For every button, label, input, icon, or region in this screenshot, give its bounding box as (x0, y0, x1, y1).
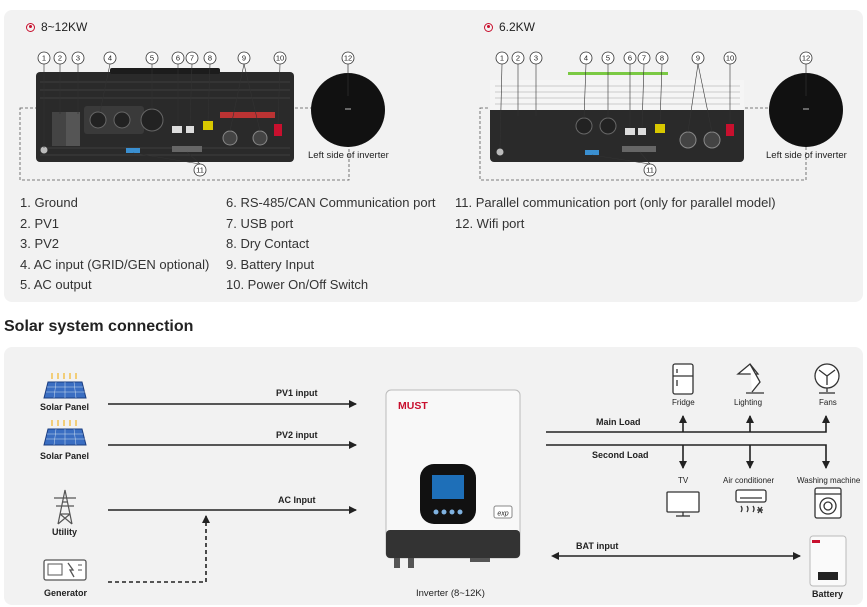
inverter-bottom-right (490, 72, 744, 162)
solar-panel-icon (43, 373, 87, 399)
model-header-left: 8~12KW (26, 20, 87, 34)
callout-right-11: 11 (646, 166, 654, 175)
battery-icon (809, 535, 847, 587)
legend-item: 7. USB port (226, 215, 294, 231)
generator-label: Generator (44, 588, 88, 598)
callout-right-1: 1 (500, 54, 504, 63)
callout-right-2: 2 (516, 54, 520, 63)
callout-right-8: 8 (660, 54, 664, 63)
legend-col-2: 6. RS-485/CAN Communication port 7. USB … (226, 193, 436, 296)
callout-right-10: 10 (726, 54, 734, 63)
callout-right-12: 12 (802, 54, 810, 63)
legend-col-3: 11. Parallel communication port (only fo… (455, 193, 776, 234)
legend-item: 4. AC input (GRID/GEN optional) (20, 256, 210, 272)
solar-panel-2-label: Solar Panel (40, 451, 90, 461)
legend-item: 3. PV2 (20, 236, 60, 251)
pv2-label: PV2 input (276, 430, 318, 440)
tv-icon (666, 491, 700, 517)
generator-dashed-arrow (108, 515, 210, 583)
inverter-bottom-left (36, 68, 294, 162)
callout-right-9: 9 (696, 54, 700, 63)
legend-item: 6. RS-485/CAN Communication port (226, 195, 436, 210)
callout-left-8: 8 (208, 54, 212, 63)
generator-icon (43, 559, 87, 581)
washing-machine-label: Washing machine (797, 476, 861, 485)
callout-left-4: 4 (108, 54, 112, 63)
callout-left-9: 9 (242, 54, 246, 63)
callout-left-3: 3 (76, 54, 80, 63)
inverter-badge: exp (497, 511, 508, 518)
lamp-icon (736, 363, 764, 394)
fans-label: Fans (819, 398, 837, 407)
pv1-label: PV1 input (276, 388, 318, 398)
legend-item: 9. Battery Input (226, 256, 315, 272)
utility-label: Utility (52, 527, 78, 537)
side-caption-right: Left side of inverter (766, 150, 847, 161)
legend-item: 2. PV1 (20, 215, 60, 231)
legend-col-1: 1. Ground 2. PV1 3. PV2 4. AC input (GRI… (20, 193, 209, 296)
solar-panel-1-label: Solar Panel (40, 402, 90, 412)
second-load-label: Second Load (592, 450, 649, 460)
side-caption-left: Left side of inverter (308, 150, 389, 161)
lighting-label: Lighting (734, 398, 763, 407)
tv-label: TV (678, 476, 689, 485)
bat-input-label: BAT input (576, 541, 619, 551)
callout-left-5: 5 (150, 54, 154, 63)
fan-icon (814, 363, 840, 394)
radio-icon (26, 22, 35, 32)
legend-item: 5. AC output (20, 277, 92, 292)
inverter-caption: Inverter (8~12K) (416, 588, 485, 599)
solar-panel-icon (43, 420, 87, 446)
callout-left-11: 11 (196, 166, 204, 175)
callout-left-10: 10 (276, 54, 284, 63)
model-header-right: 6.2KW (484, 20, 535, 34)
washing-machine-icon (814, 487, 842, 519)
main-load-label: Main Load (596, 417, 641, 427)
main-load-arrow (546, 415, 830, 433)
inverter-side-right (769, 64, 843, 147)
legend-item: 12. Wifi port (455, 215, 525, 231)
section-title: Solar system connection (4, 318, 194, 335)
callout-left-6: 6 (176, 54, 180, 63)
legend-item: 8. Dry Contact (226, 236, 310, 251)
callout-left-7: 7 (190, 54, 194, 63)
callout-left-2: 2 (58, 54, 62, 63)
battery-label: Battery (812, 589, 844, 599)
inverter-icon: exp MUST (385, 389, 521, 568)
callout-right-3: 3 (534, 54, 538, 63)
radio-icon (484, 22, 493, 32)
legend-item: 11. Parallel communication port (only fo… (455, 195, 776, 210)
model-label-left: 8~12KW (41, 20, 88, 34)
model-label-right: 6.2KW (499, 20, 536, 34)
inverter-brand: MUST (398, 400, 428, 412)
fridge-icon (672, 363, 694, 395)
callout-left-1: 1 (42, 54, 46, 63)
legend-item: 1. Ground (20, 195, 78, 210)
second-load-arrow (546, 444, 830, 469)
callout-right-6: 6 (628, 54, 632, 63)
ac-input-label: AC Input (278, 495, 316, 505)
callout-right-5: 5 (606, 54, 610, 63)
utility-tower-icon (54, 489, 76, 525)
callout-right-4: 4 (584, 54, 588, 63)
port-diagrams: 1 2 3 4 5 6 7 8 9 10 11 12 1 2 3 4 5 6 7… (19, 51, 843, 181)
air-conditioner-label: Air conditioner (723, 476, 775, 485)
air-conditioner-icon (735, 489, 767, 514)
callout-left-12: 12 (344, 54, 352, 63)
inverter-side-left (311, 64, 385, 147)
callout-right-7: 7 (642, 54, 646, 63)
fridge-label: Fridge (672, 398, 695, 407)
legend-item: 10. Power On/Off Switch (226, 277, 369, 292)
